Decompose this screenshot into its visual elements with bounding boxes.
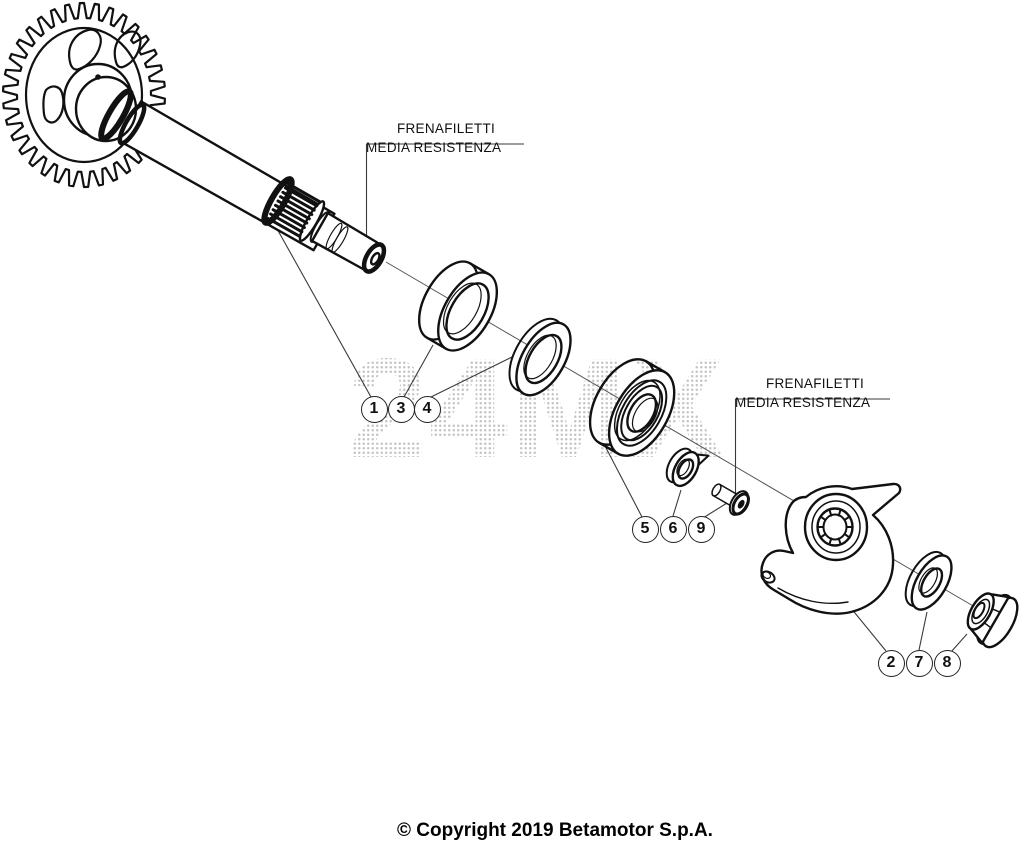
gear-rim [24,26,144,164]
callout-9: 9 [687,515,715,543]
weight-hole [760,570,776,584]
spacer-ring [417,260,499,352]
note2-leader [734,398,890,506]
callout-6: 6 [659,515,687,543]
retainer-collar [665,447,710,488]
note-line2: MEDIA RESISTENZA [366,139,502,155]
callout-3: 3 [387,395,415,423]
threadlocker-note-1: FRENAFILETTI MEDIA RESISTENZA [366,121,526,155]
note-line1: FRENAFILETTI [765,376,865,391]
callout-leader-lines [275,226,968,653]
callout-5: 5 [631,515,659,543]
gear-cutout [42,85,65,124]
note-line1: FRENAFILETTI [396,121,496,136]
note-line2: MEDIA RESISTENZA [735,394,871,410]
note1-leader [365,143,524,237]
seal-ring [508,317,572,397]
gear-cutout [68,28,102,71]
timing-mark-dot [95,74,101,80]
copyright-text: © Copyright 2019 Betamotor S.p.A. [397,820,713,841]
flange-nut [966,592,1019,649]
hex-socket [737,499,745,509]
balance-weight [760,482,902,615]
shaft-tip [361,242,387,274]
washer [904,550,953,611]
callout-7: 7 [905,649,933,677]
threadlocker-note-2: FRENAFILETTI MEDIA RESISTENZA [735,376,895,410]
balancer-shaft-gear [2,1,387,274]
callout-1: 1 [360,395,388,423]
countersunk-screw [711,483,750,516]
ball-bearing [588,358,676,457]
weight-hub [803,492,869,562]
callout-4: 4 [413,395,441,423]
callout-2: 2 [877,649,905,677]
callout-8: 8 [933,649,961,677]
gear-cutout [113,30,142,69]
